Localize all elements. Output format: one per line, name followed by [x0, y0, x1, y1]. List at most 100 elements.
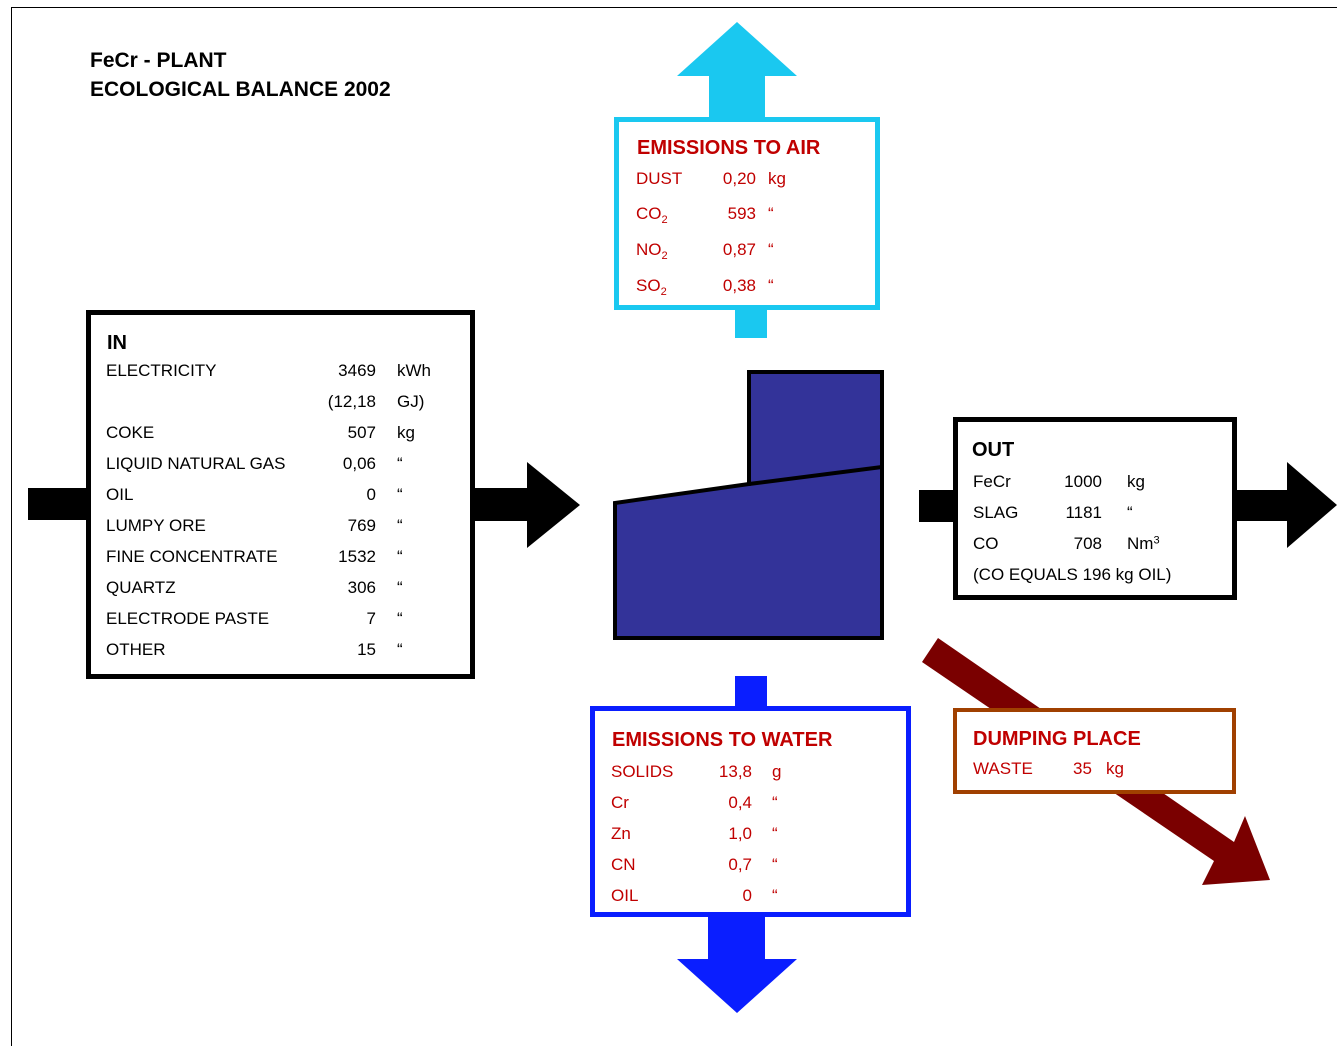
- in-row-name: LIQUID NATURAL GAS: [106, 454, 286, 473]
- water-row-unit: “: [772, 855, 778, 874]
- air-row-name: CO2: [636, 204, 668, 226]
- in-row-unit: “: [397, 516, 403, 535]
- air-row-value: 593: [727, 204, 756, 223]
- in-row-unit: “: [397, 578, 403, 597]
- air-row-unit: “: [768, 276, 774, 295]
- in-row-value: 1532: [338, 547, 376, 566]
- water-row-name: Cr: [611, 793, 629, 812]
- water-arrow-down-icon: [677, 915, 797, 1013]
- out-note: (CO EQUALS 196 kg OIL): [973, 565, 1172, 584]
- air-row-value: 0,38: [722, 276, 756, 295]
- water-emissions-header: EMISSIONS TO WATER: [612, 729, 833, 751]
- air-row-value: 0,20: [722, 169, 756, 188]
- air-row-name-subscript: 2: [661, 249, 668, 262]
- out-row-value: 1181: [1065, 503, 1102, 522]
- air-row-unit: “: [768, 204, 774, 223]
- out-row-name: FeCr: [973, 472, 1011, 491]
- water-row-unit: “: [772, 793, 778, 812]
- air-row-name: NO2: [636, 240, 668, 262]
- in-row-value: 3469: [338, 361, 376, 380]
- in-row-value: 15: [357, 640, 376, 659]
- in-row-name: COKE: [106, 423, 155, 442]
- dump-row-value: 35: [1073, 759, 1092, 778]
- in-row-unit: kg: [397, 423, 415, 442]
- dump-row-name: WASTE: [973, 759, 1033, 778]
- air-row-unit: “: [768, 240, 774, 259]
- out-row-unit: Nm3: [1127, 534, 1160, 554]
- water-row-value: 1,0: [728, 824, 752, 843]
- air-arrow-stem-lower: [735, 308, 767, 338]
- in-row-name: ELECTRICITY: [106, 361, 217, 380]
- water-row-name: OIL: [611, 886, 639, 905]
- water-row-value: 0,7: [728, 855, 752, 874]
- in-row-name: OTHER: [106, 640, 166, 659]
- diagram-title-line2: ECOLOGICAL BALANCE 2002: [90, 78, 391, 101]
- water-arrow-stem-upper: [735, 676, 767, 710]
- air-row-name-subscript: 2: [661, 213, 668, 226]
- dumping-place-header: DUMPING PLACE: [973, 728, 1141, 750]
- in-row-unit: “: [397, 609, 403, 628]
- furnace-to-out-arrow-stem: [919, 490, 955, 522]
- air-row-name: DUST: [636, 169, 683, 188]
- in-row-unit: “: [397, 547, 403, 566]
- in-row-value: 769: [347, 516, 376, 535]
- in-row-value: 0: [366, 485, 376, 504]
- water-row-unit: g: [772, 762, 782, 781]
- out-arrow-right-icon: [1235, 462, 1337, 548]
- air-row-name-text: SO: [636, 276, 661, 295]
- in-row-value: (12,18: [327, 392, 376, 411]
- in-row-name: LUMPY ORE: [106, 516, 206, 535]
- water-row-name: CN: [611, 855, 636, 874]
- water-row-name: Zn: [611, 824, 631, 843]
- in-row-unit: kWh: [397, 361, 431, 380]
- in-row-name: QUARTZ: [106, 578, 176, 597]
- out-row-unit-text: Nm: [1127, 534, 1154, 553]
- air-emissions-header: EMISSIONS TO AIR: [637, 137, 821, 159]
- out-row-value: 708: [1073, 534, 1102, 553]
- in-row-value: 306: [347, 578, 376, 597]
- furnace-shape: [613, 370, 884, 640]
- air-row-value: 0,87: [722, 240, 756, 259]
- air-row-name-subscript: 2: [660, 285, 667, 298]
- furnace-line: [748, 465, 883, 486]
- air-arrow-up-icon: [677, 22, 797, 119]
- air-row-name-text: CO: [636, 204, 662, 223]
- out-box-header: OUT: [972, 439, 1015, 461]
- in-row-value: 0,06: [342, 454, 376, 473]
- water-row-value: 0,4: [728, 793, 752, 812]
- out-row-name: CO: [973, 534, 999, 553]
- out-row-name: SLAG: [973, 503, 1019, 522]
- in-to-furnace-arrow-icon: [474, 462, 580, 548]
- in-arrow-stem: [28, 488, 86, 520]
- water-row-unit: “: [772, 886, 778, 905]
- in-row-value: 7: [366, 609, 376, 628]
- water-row-value: 13,8: [718, 762, 752, 781]
- water-row-value: 0: [742, 886, 752, 905]
- in-row-unit: “: [397, 485, 403, 504]
- air-row-unit: kg: [768, 169, 786, 188]
- out-row-value: 1000: [1064, 472, 1102, 491]
- diagram-title-line1: FeCr - PLANT: [90, 49, 227, 72]
- dumping-place-box: DUMPING PLACE WASTE 35 kg: [953, 708, 1236, 794]
- out-row-unit-superscript: 3: [1153, 534, 1160, 547]
- diagram-frame: [11, 7, 1337, 1046]
- in-row-unit: “: [397, 640, 403, 659]
- dump-row-unit: kg: [1106, 759, 1124, 778]
- out-row-unit: kg: [1127, 472, 1145, 491]
- air-row-name: SO2: [636, 276, 667, 298]
- out-row-unit: “: [1127, 503, 1133, 522]
- in-row-value: 507: [347, 423, 376, 442]
- in-row-unit: GJ): [397, 392, 425, 411]
- in-row-name: OIL: [106, 485, 134, 504]
- in-row-name: ELECTRODE PASTE: [106, 609, 270, 628]
- water-row-unit: “: [772, 824, 778, 843]
- in-row-name: FINE CONCENTRATE: [106, 547, 278, 566]
- in-row-unit: “: [397, 454, 403, 473]
- water-row-name: SOLIDS: [611, 762, 674, 781]
- air-row-name-text: NO: [636, 240, 662, 259]
